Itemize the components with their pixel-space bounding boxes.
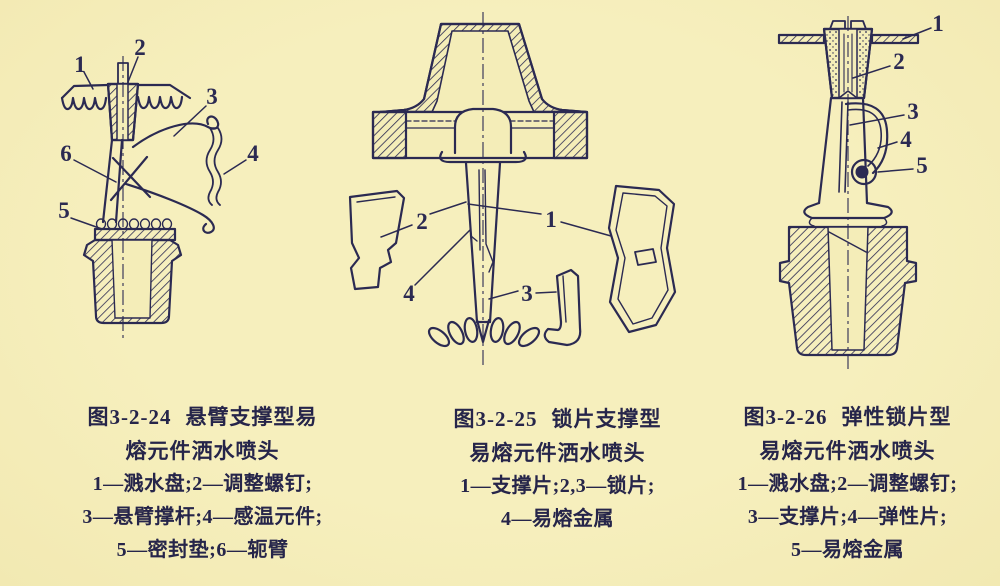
figure-title-line1: 图3-2-26 弹性锁片型: [695, 400, 1000, 434]
legend-line: 5—易熔金属: [791, 539, 904, 561]
part-label-5: 5: [916, 153, 928, 178]
lock-plate-small: [543, 268, 582, 347]
diagram-elastic-lockplate-sprinkler: 1 2 3 4 5: [777, 11, 944, 372]
part-label-1: 1: [545, 207, 557, 232]
figure-number: 图3-2-26: [743, 405, 828, 429]
legend-line: 1—支撑片;2,3—锁片;: [460, 475, 655, 497]
part-label-2: 2: [893, 49, 905, 74]
seal-gasket: [93, 218, 177, 242]
part-label-1: 1: [932, 11, 944, 36]
legend-line: 3—支撑片;4—弹性片;: [747, 506, 948, 528]
figure-number: 图3-2-25: [453, 407, 538, 431]
legend-line: 1—溅水盘;2—调整螺钉;: [92, 473, 313, 495]
figure-title-text: 弹性锁片型: [841, 405, 952, 429]
figure-title-line2: 熔元件洒水喷头: [125, 439, 280, 463]
figure-title-text: 悬臂支撑型易: [185, 405, 318, 429]
part-label-6: 6: [60, 141, 72, 166]
part-label-3: 3: [521, 281, 533, 306]
leader-lines: [70, 56, 247, 230]
part-label-3: 3: [907, 99, 919, 124]
adjusting-screw: [822, 20, 874, 100]
part-label-4: 4: [247, 141, 259, 166]
caption-figure-3-2-24: 图3-2-24 悬臂支撑型易 熔元件洒水喷头 1—溅水盘;2—调整螺钉; 3—悬臂…: [45, 400, 360, 567]
yoke-arm: [101, 138, 152, 224]
figure-title-line2: 易熔元件洒水喷头: [759, 439, 936, 463]
caption-figure-3-2-25: 图3-2-25 锁片支撑型 易熔元件洒水喷头 1—支撑片;2,3—锁片; 4—易熔…: [400, 402, 715, 536]
caption-figure-3-2-26: 图3-2-26 弹性锁片型 易熔元件洒水喷头 1—溅水盘;2—调整螺钉; 3—支撑…: [695, 400, 1000, 567]
heat-sensitive-element: [205, 127, 223, 206]
leader-lines: [849, 27, 932, 173]
part-label-4: 4: [403, 281, 415, 306]
legend-line: 5—密封垫;6—轭臂: [116, 539, 289, 561]
figure-title-line2: 易熔元件洒水喷头: [469, 441, 646, 465]
legend-line: 3—悬臂撑杆;4—感温元件;: [82, 506, 323, 528]
part-label-2: 2: [134, 35, 146, 60]
cantilever-strut: [124, 115, 220, 234]
lock-plate-left: [348, 189, 406, 291]
deflector-petals: [427, 317, 541, 348]
support-strip: [817, 96, 869, 205]
part-label-2: 2: [416, 209, 428, 234]
figure-title-line1: 图3-2-25 锁片支撑型: [400, 402, 715, 436]
diagram-lockplate-sprinkler: 1 2 3 4: [348, 12, 677, 368]
figure-title-line1: 图3-2-24 悬臂支撑型易: [45, 400, 360, 434]
legend-line: 4—易熔金属: [501, 508, 614, 530]
part-label-3: 3: [206, 84, 218, 109]
part-label-5: 5: [58, 198, 70, 223]
figure-title-text: 锁片支撑型: [551, 407, 662, 431]
figure-number: 图3-2-24: [87, 405, 172, 429]
elastic-strip: [844, 102, 889, 175]
legend-line: 1—溅水盘;2—调整螺钉;: [737, 473, 958, 495]
sprinkler-body: [82, 238, 183, 325]
part-label-1: 1: [74, 52, 86, 77]
support-plate-right: [607, 184, 677, 334]
part-label-4: 4: [900, 127, 912, 152]
fusible-metal: [850, 158, 878, 186]
diagram-cantilever-sprinkler: 1 2 3 4 5 6: [58, 35, 259, 338]
leader-lines: [380, 201, 612, 300]
splash-plate: [60, 83, 192, 111]
